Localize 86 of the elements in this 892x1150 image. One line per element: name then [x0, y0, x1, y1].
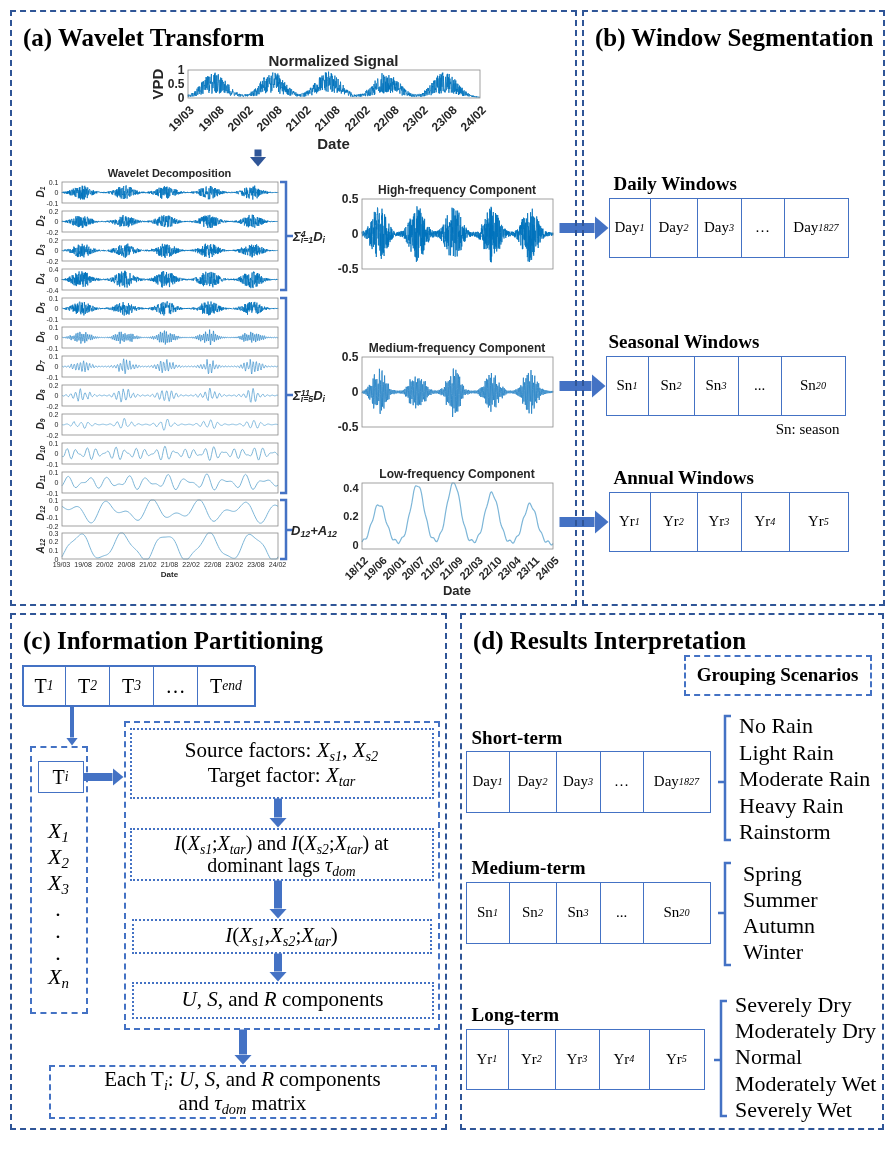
ellipsis-dot: .: [55, 941, 62, 964]
note-text: Sn: season: [775, 420, 840, 438]
row-heading: Annual Windows: [613, 466, 754, 489]
header-text: Grouping Scenarios: [696, 663, 859, 687]
row-heading: Medium-term: [471, 856, 586, 879]
step-text: Target factor: X$_{tar}$: [207, 763, 356, 789]
row-heading: Short-term: [471, 726, 563, 749]
scenario-label: Moderately Wet: [735, 1071, 877, 1097]
tick-label: 0.5: [341, 349, 359, 364]
scenario-label: Summer: [743, 887, 818, 913]
arrow: [249, 149, 267, 167]
panel-title: (a) Wavelet Transform: [23, 24, 265, 52]
variable-label: X$_{1}$: [48, 819, 69, 842]
row-heading: Long-term: [471, 1003, 560, 1026]
dashed-group-box: [123, 720, 440, 1030]
result-text: Each T$_{i}$: U, S, and R components and τ$_{dom}$ matrix: [103, 1068, 382, 1115]
scenario-label: No Rain: [739, 713, 813, 739]
chart-title: Normalized Signal: [268, 51, 399, 69]
cell-row: [22, 665, 256, 707]
formula-label: Σ$^{11}$$_{i=5}$D$_{i}$: [293, 388, 326, 403]
step-text: Source factors: X$_{s1}$, X$_{s2}$: [184, 737, 379, 763]
scenario-label: Rainstorm: [739, 819, 831, 845]
tick-label: 0.5: [167, 76, 185, 91]
dashed-panel: [10, 613, 447, 1130]
scenario-label: Moderate Rain: [739, 766, 871, 792]
window-cell: …: [741, 197, 785, 258]
window-cell: ...: [738, 355, 782, 416]
ellipsis-dot: .: [55, 919, 62, 942]
arrow: [559, 216, 609, 240]
variable-label: X$_{n}$: [48, 965, 69, 988]
panel-title: (c) Information Partitioning: [23, 627, 323, 655]
scenario-label: Severely Dry: [735, 992, 852, 1018]
chart-title: Wavelet Decomposition: [107, 166, 232, 179]
variable-label: X$_{2}$: [48, 845, 69, 868]
scenario-label: Severely Wet: [735, 1097, 852, 1123]
row-heading: Seasonal Windows: [608, 330, 760, 353]
tick-label: 0: [351, 384, 359, 399]
arrow: [559, 374, 606, 398]
chart-title: High-frequency Component: [378, 182, 536, 197]
scenario-label: Normal: [735, 1044, 803, 1070]
formula-label: D$_{12}$+A$_{12}$: [291, 523, 338, 538]
tick-label: 0.4: [343, 482, 359, 495]
tick-label: 0: [351, 226, 359, 241]
row-heading: Daily Windows: [613, 172, 737, 195]
step-box: [129, 827, 434, 881]
tick-label: 0: [177, 90, 185, 105]
axis-title: Date: [317, 134, 350, 152]
window-cell: …: [154, 665, 198, 706]
chart-title: Medium-frequency Component: [368, 340, 546, 355]
window-cell: ...: [600, 881, 644, 944]
scenario-label: Spring: [743, 861, 802, 887]
arrow: [559, 510, 609, 534]
step-box: [129, 727, 434, 799]
panel-title: (b) Window Segmentation: [595, 24, 874, 52]
step-box: [131, 918, 432, 954]
tick-label: 1: [177, 62, 185, 77]
axis-title: Date: [160, 569, 179, 579]
formula-label: Σ$^{4}$$_{i=1}$D$_{i}$: [293, 229, 326, 244]
step-text: I(X$_{s1}$,X$_{s2}$;X$_{tar}$): [225, 923, 338, 949]
scenario-label: Winter: [743, 939, 804, 965]
header-box: [683, 654, 872, 696]
dashed-panel: [582, 10, 885, 606]
scenario-label: Light Rain: [739, 740, 834, 766]
step-text: U, S, and R components: [181, 987, 384, 1013]
axis-title: Date: [442, 582, 472, 598]
dashed-panel: [460, 613, 884, 1130]
scenario-label: Heavy Rain: [739, 793, 844, 819]
axis-title: VPD: [148, 68, 165, 99]
ellipsis-dot: .: [55, 897, 62, 920]
step-box: [131, 981, 434, 1019]
result-box: [48, 1064, 437, 1119]
variable-label: X$_{3}$: [48, 871, 69, 894]
arrow: [66, 706, 78, 746]
scenario-label: Moderately Dry: [735, 1018, 877, 1044]
dashed-panel: [10, 10, 577, 606]
tick-label: -0.5: [337, 419, 359, 434]
tick-label: -0.5: [337, 261, 359, 276]
dashed-box: [29, 745, 88, 1014]
chart-title: Low-frequency Component: [379, 466, 535, 481]
tick-label: 0: [352, 538, 359, 551]
tick-label: 0.2: [343, 510, 359, 523]
step-text: I(X$_{s1}$;X$_{tar}$) and I(X$_{s2}$;X$_{tar}$) at dominant lags τ$_{dom}$: [173, 832, 390, 876]
scenario-label: Autumn: [743, 913, 816, 939]
tick-label: 0.5: [341, 191, 359, 206]
panel-title: (d) Results Interpretation: [473, 627, 747, 655]
window-cell: …: [600, 750, 644, 813]
